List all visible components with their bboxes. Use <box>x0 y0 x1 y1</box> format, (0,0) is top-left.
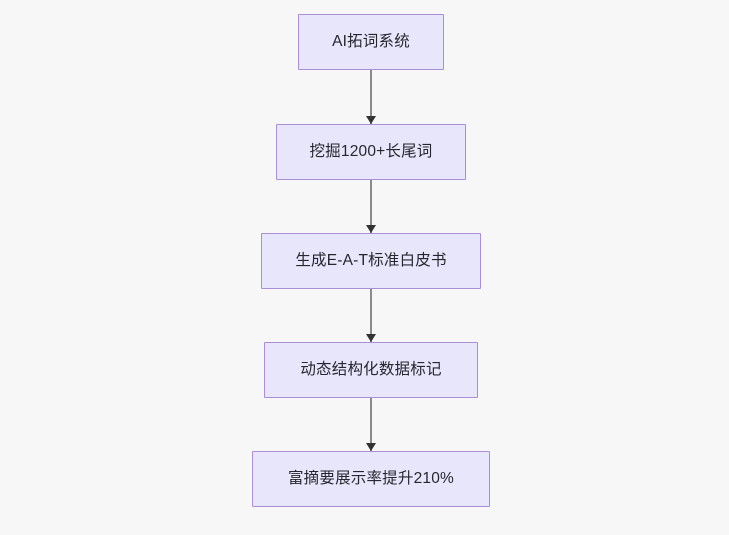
arrowhead-icon <box>365 442 376 451</box>
flow-node-dynamic-structured-data-markup[interactable]: 动态结构化数据标记 <box>264 342 478 398</box>
flow-node-label: 生成E-A-T标准白皮书 <box>295 252 447 270</box>
flow-edge-3 <box>365 289 376 342</box>
flow-edge-1 <box>365 70 376 124</box>
flow-node-label: 富摘要展示率提升210% <box>287 470 455 488</box>
edge-line <box>370 70 372 124</box>
flow-node-label: AI拓词系统 <box>332 33 410 51</box>
arrowhead-icon <box>365 333 376 342</box>
edge-line <box>370 398 372 451</box>
flow-node-mine-longtail-keywords[interactable]: 挖掘1200+长尾词 <box>276 124 466 180</box>
flow-node-label: 挖掘1200+长尾词 <box>309 143 433 161</box>
edge-line <box>370 180 372 233</box>
flow-node-label: 动态结构化数据标记 <box>300 361 442 379</box>
flow-node-generate-eat-whitepaper[interactable]: 生成E-A-T标准白皮书 <box>261 233 481 289</box>
arrowhead-icon <box>365 115 376 124</box>
arrowhead-icon <box>365 224 376 233</box>
flow-edge-4 <box>365 398 376 451</box>
flow-node-rich-snippet-rate-increase[interactable]: 富摘要展示率提升210% <box>252 451 490 507</box>
edge-line <box>370 289 372 342</box>
flow-edge-2 <box>365 180 376 233</box>
flow-node-ai-keyword-system[interactable]: AI拓词系统 <box>298 14 444 70</box>
